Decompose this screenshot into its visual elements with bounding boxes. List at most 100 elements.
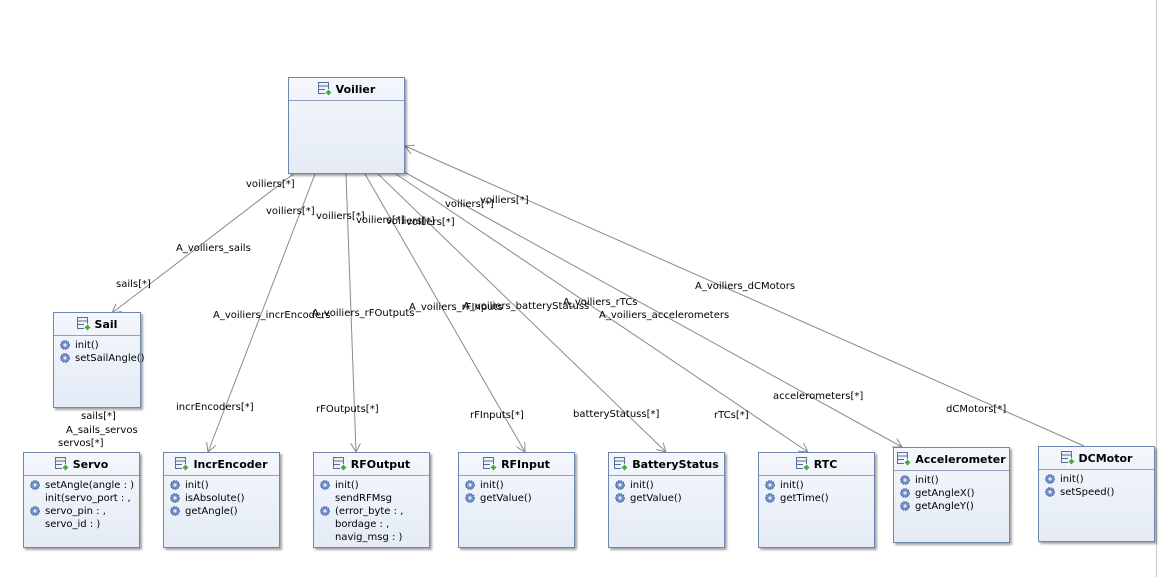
class-icon: [614, 457, 629, 471]
operation[interactable]: servo_pin : ,: [30, 505, 135, 518]
gear-icon: [170, 493, 180, 503]
class-header: Sail: [54, 313, 140, 336]
role-label: batteryStatuss[*]: [573, 409, 660, 420]
edge-voilier-rfOutput[interactable]: [345, 173, 356, 452]
gear-icon: [900, 475, 910, 485]
operations-compartment: init() getTime(): [759, 476, 874, 505]
operation[interactable]: getAngle(): [170, 505, 275, 518]
gear-icon: [615, 493, 625, 503]
class-accelerometer[interactable]: Accelerometer init() getAngleX() getAngl…: [893, 447, 1010, 543]
role-label: incrEncoders[*]: [176, 402, 254, 413]
operation[interactable]: init(): [60, 339, 136, 352]
class-header: BatteryStatus: [609, 453, 724, 476]
operation[interactable]: bordage : ,: [335, 519, 390, 530]
gear-icon: [170, 506, 180, 516]
operation[interactable]: init(): [320, 479, 425, 492]
role-label: sails[*]: [116, 279, 151, 290]
operation[interactable]: init(): [765, 479, 870, 492]
operation[interactable]: isAbsolute(): [170, 492, 275, 505]
role-label: accelerometers[*]: [773, 391, 864, 402]
class-rfInput[interactable]: RFInput init() getValue(): [458, 452, 575, 548]
operation[interactable]: setSailAngle(): [60, 352, 145, 365]
edge-voilier-dcMotor[interactable]: [405, 146, 1085, 447]
class-icon: [76, 317, 91, 331]
class-icon: [332, 457, 347, 471]
association-name: A_voiliers_incrEncoders: [213, 310, 331, 321]
role-label: sails[*]: [81, 411, 116, 422]
operation[interactable]: getValue(): [465, 492, 570, 505]
operation[interactable]: init(): [170, 479, 275, 492]
class-rtc[interactable]: RTC init() getTime(): [758, 452, 875, 548]
operation[interactable]: init(): [1045, 473, 1150, 486]
edge-voilier-batteryStatus[interactable]: [377, 173, 666, 452]
class-incrEncoder[interactable]: IncrEncoder init() isAbsolute() getAngle…: [163, 452, 280, 548]
edge-voilier-rtc[interactable]: [389, 169, 808, 452]
class-header: RTC: [759, 453, 874, 476]
gear-icon: [320, 480, 330, 490]
class-header: Servo: [24, 453, 139, 476]
gear-icon: [465, 480, 475, 490]
role-label: rFOutputs[*]: [316, 404, 379, 415]
gear-icon: [170, 480, 180, 490]
association-name: A_voiliers_rFInputs: [409, 302, 503, 313]
operation[interactable]: init(): [465, 479, 570, 492]
operation[interactable]: init(): [615, 479, 720, 492]
operation[interactable]: navig_msg : ): [335, 532, 403, 543]
edge-voilier-accelerometer[interactable]: [396, 167, 902, 447]
operation[interactable]: sendRFMsg: [335, 493, 392, 504]
gear-icon: [30, 480, 40, 490]
operation[interactable]: getTime(): [765, 492, 870, 505]
operations-compartment: init() setSailAngle(): [54, 336, 145, 365]
gear-icon: [30, 506, 40, 516]
role-label: rFInputs[*]: [470, 410, 524, 421]
operation[interactable]: getAngleY(): [900, 500, 1005, 513]
operation[interactable]: setSpeed(): [1045, 486, 1150, 499]
class-name: Servo: [72, 457, 109, 471]
association-name: A_voiliers_sails: [176, 243, 251, 254]
canvas-border: [1156, 0, 1157, 577]
association-name: A_voiliers_batteryStatuss: [463, 301, 590, 312]
operation[interactable]: getValue(): [615, 492, 720, 505]
gear-icon: [60, 353, 70, 363]
gear-icon: [900, 488, 910, 498]
class-voilier[interactable]: Voilier: [288, 77, 405, 174]
operation[interactable]: init(servo_port : ,: [45, 493, 131, 504]
class-header: RFOutput: [314, 453, 429, 476]
edge-voilier-incrEncoder[interactable]: [208, 173, 316, 452]
association-name: A_voiliers_rTCs: [563, 297, 638, 308]
operation[interactable]: (error_byte : ,: [320, 505, 425, 518]
operation[interactable]: init(): [900, 474, 1005, 487]
class-name: Accelerometer: [915, 452, 1006, 466]
class-header: RFInput: [459, 453, 574, 476]
operations-compartment: init() isAbsolute() getAngle(): [164, 476, 279, 518]
class-icon: [795, 457, 810, 471]
role-label: voiliers[*]: [246, 179, 295, 190]
gear-icon: [60, 340, 70, 350]
class-icon: [483, 457, 498, 471]
role-label: dCMotors[*]: [946, 404, 1007, 415]
gear-icon: [900, 501, 910, 511]
class-batteryStatus[interactable]: BatteryStatus init() getValue(): [608, 452, 725, 548]
edge-voilier-sail[interactable]: [112, 171, 297, 313]
class-sail[interactable]: Sail init() setSailAngle(): [53, 312, 145, 408]
operations-compartment: init() sendRFMsg (error_byte : , bordage…: [314, 476, 429, 544]
class-dcMotor[interactable]: DCMotor init() setSpeed(): [1038, 446, 1155, 542]
operation[interactable]: servo_id : ): [45, 519, 101, 530]
class-header: Accelerometer: [894, 448, 1009, 471]
class-name: RTC: [813, 457, 838, 471]
class-icon: [897, 452, 912, 466]
edge-voilier-rfInput[interactable]: [364, 173, 525, 452]
role-label: voiliers[*]: [406, 217, 455, 228]
class-icon: [1060, 451, 1075, 465]
class-name: RFOutput: [350, 457, 411, 471]
gear-icon: [465, 493, 475, 503]
operation[interactable]: setAngle(angle : ): [30, 479, 135, 492]
class-servo[interactable]: Servo setAngle(angle : ) init(servo_port…: [23, 452, 140, 548]
operations-compartment: init() getAngleX() getAngleY(): [894, 471, 1009, 513]
class-name: Sail: [94, 317, 118, 331]
role-label: voiliers[*]: [316, 211, 365, 222]
role-label: voiliers[*]: [356, 215, 405, 226]
class-rfOutput[interactable]: RFOutput init() sendRFMsg (error_byte : …: [313, 452, 430, 548]
operation[interactable]: getAngleX(): [900, 487, 1005, 500]
role-label: rTCs[*]: [714, 410, 749, 421]
